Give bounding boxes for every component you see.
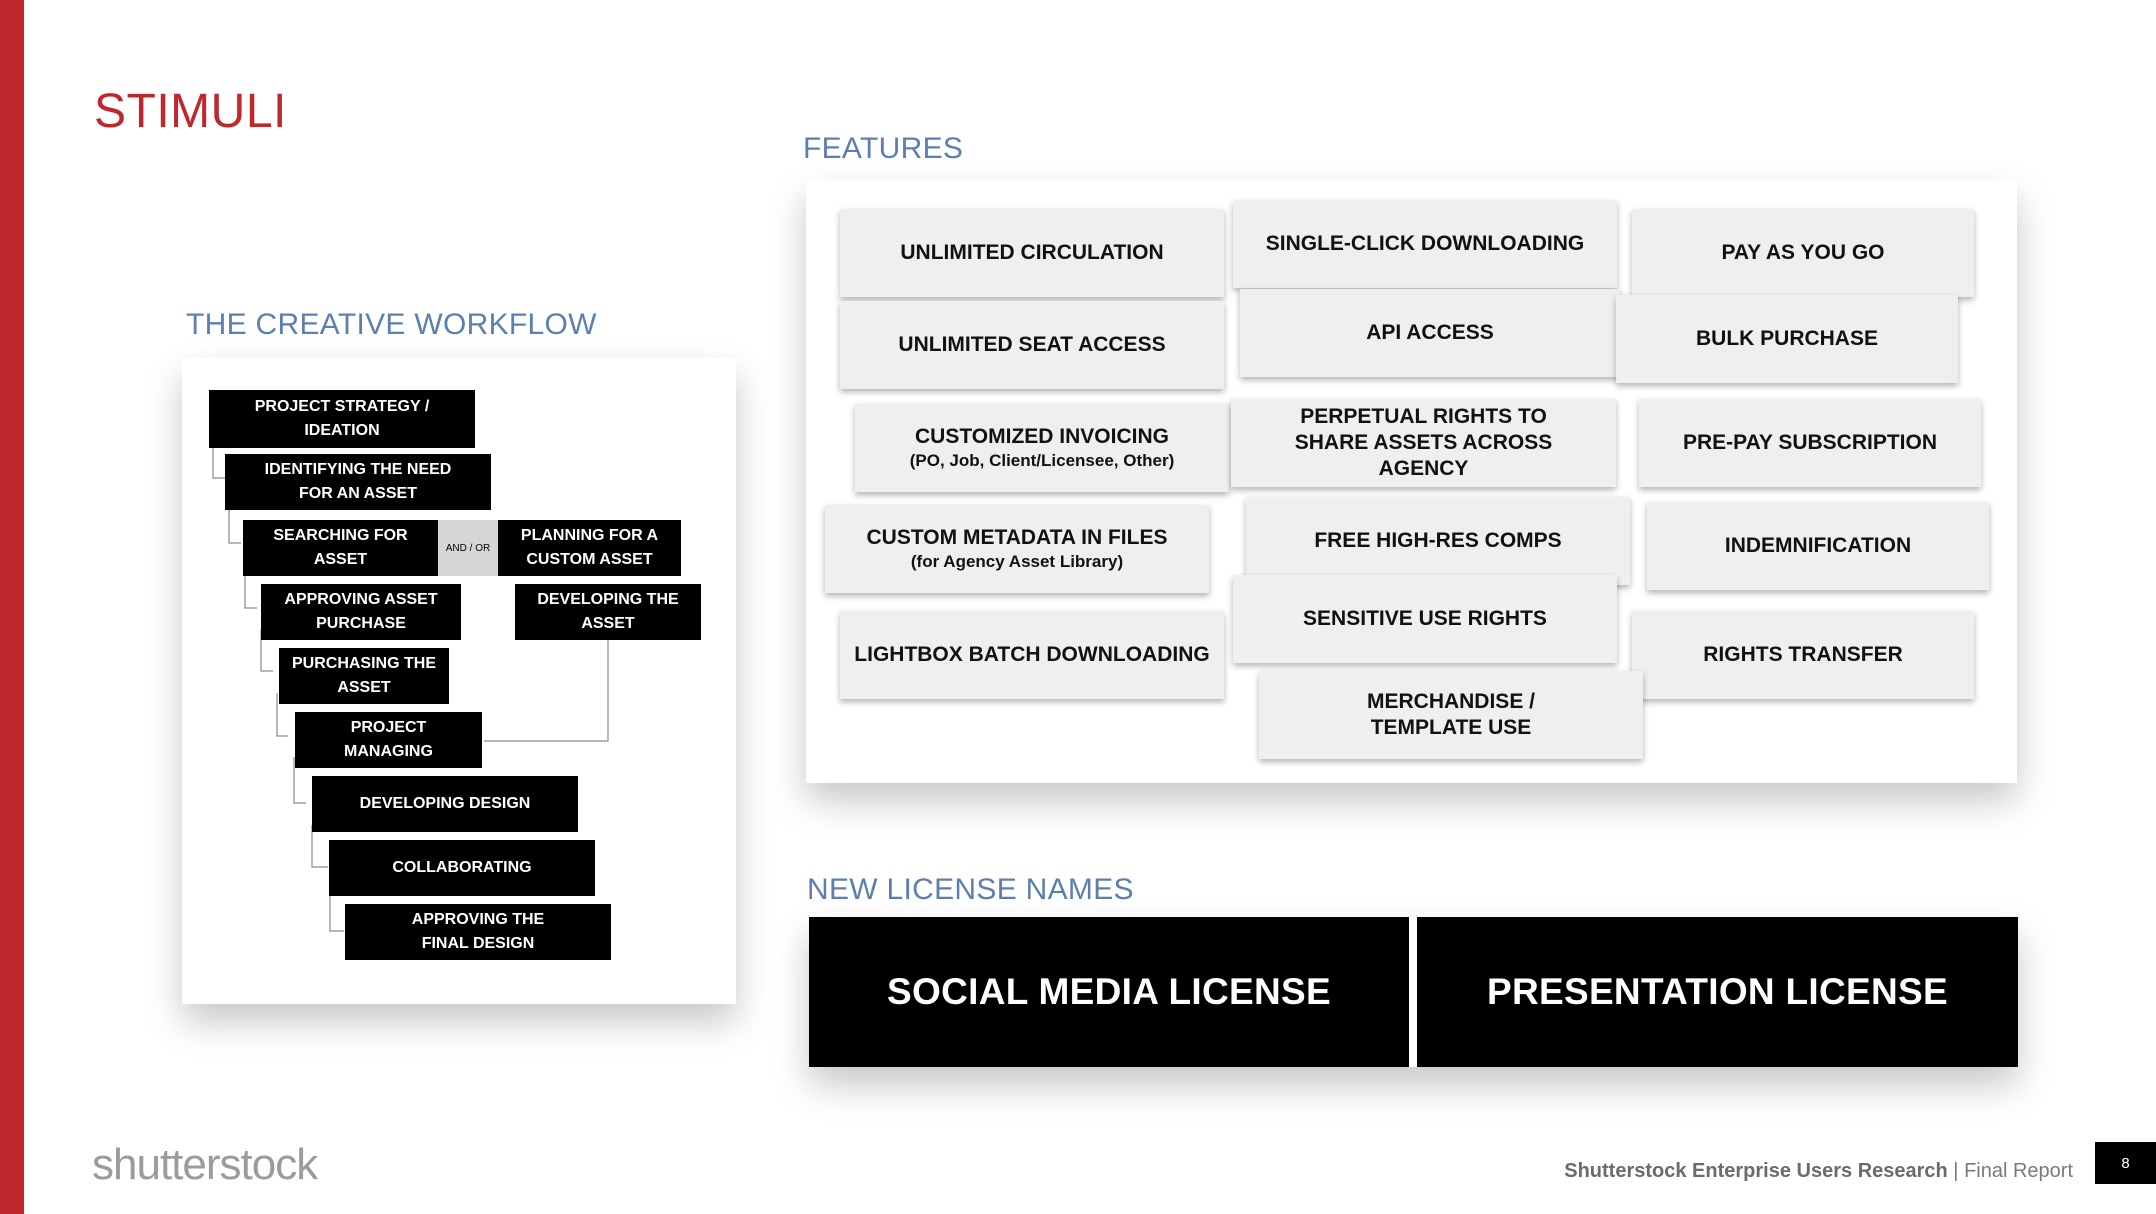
license-card-presentation: PRESENTATION LICENSE — [1417, 917, 2018, 1067]
features-heading: FEATURES — [803, 132, 964, 165]
feature-card: PRE-PAY SUBSCRIPTION — [1639, 399, 1981, 487]
page-number: 8 — [2095, 1142, 2156, 1184]
feature-card: FREE HIGH-RES COMPS — [1246, 497, 1630, 585]
feature-card: UNLIMITED SEAT ACCESS — [840, 301, 1224, 389]
workflow-step-collaborating: COLLABORATING — [329, 840, 595, 896]
feature-card: BULK PURCHASE — [1616, 295, 1958, 383]
feature-card: RIGHTS TRANSFER — [1632, 611, 1974, 699]
feature-card: CUSTOMIZED INVOICING(PO, Job, Client/Lic… — [855, 404, 1229, 492]
feature-card: LIGHTBOX BATCH DOWNLOADING — [840, 611, 1224, 699]
workflow-step-project-strategy: PROJECT STRATEGY /IDEATION — [209, 390, 475, 448]
licenses-heading: NEW LICENSE NAMES — [807, 873, 1134, 906]
feature-card: PERPETUAL RIGHTS TO SHARE ASSETS ACROSS … — [1231, 399, 1616, 487]
workflow-panel: PROJECT STRATEGY /IDEATION IDENTIFYING T… — [182, 358, 736, 1004]
feature-card: PAY AS YOU GO — [1632, 209, 1974, 297]
feature-card: INDEMNIFICATION — [1647, 502, 1989, 590]
and-or-connector: AND / OR — [438, 520, 498, 576]
page-title: STIMULI — [94, 85, 287, 138]
license-card-social-media: SOCIAL MEDIA LICENSE — [809, 917, 1409, 1067]
feature-card: SINGLE-CLICK DOWNLOADING — [1233, 200, 1617, 288]
features-panel: UNLIMITED CIRCULATION SINGLE-CLICK DOWNL… — [806, 179, 2017, 783]
workflow-connectors — [212, 440, 609, 932]
feature-card: SENSITIVE USE RIGHTS — [1233, 575, 1617, 663]
feature-card: API ACCESS — [1240, 289, 1620, 377]
feature-card: UNLIMITED CIRCULATION — [840, 209, 1224, 297]
shutterstock-logo: shutterstock — [92, 1140, 318, 1189]
brand-side-bar — [0, 0, 24, 1214]
workflow-step-developing-design: DEVELOPING DESIGN — [312, 776, 578, 832]
report-footer: Shutterstock Enterprise Users Research |… — [1564, 1160, 2073, 1182]
feature-card: MERCHANDISE / TEMPLATE USE — [1259, 671, 1643, 759]
workflow-heading: THE CREATIVE WORKFLOW — [186, 308, 597, 341]
feature-card: CUSTOM METADATA IN FILES(for Agency Asse… — [825, 505, 1209, 593]
